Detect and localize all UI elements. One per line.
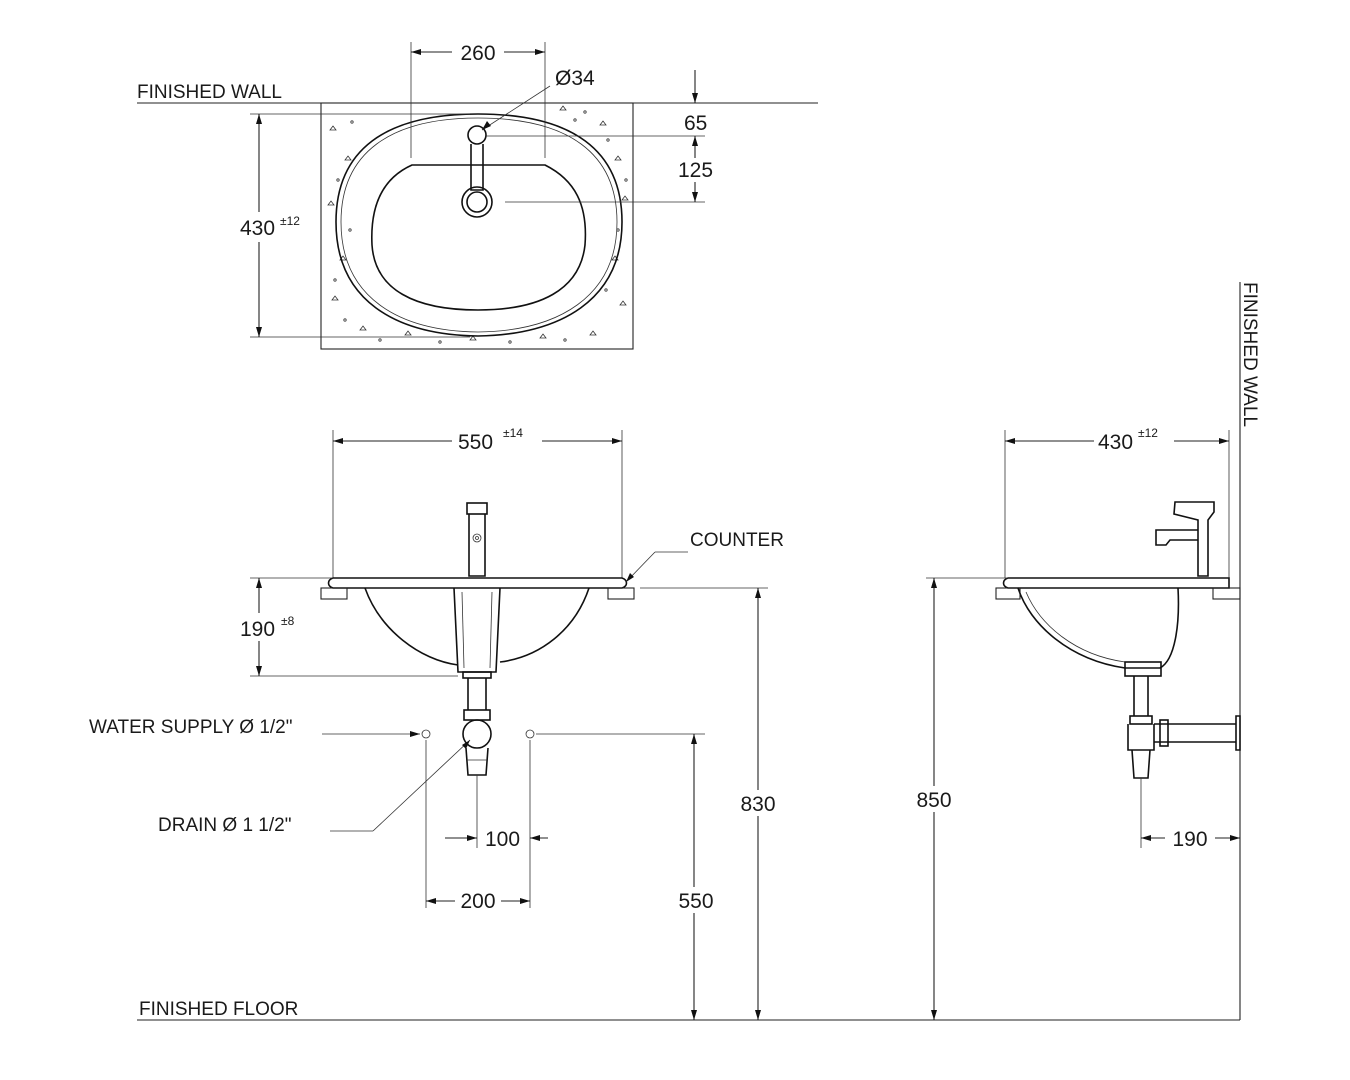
drain-pipe bbox=[467, 678, 487, 710]
dim-hole-diameter: Ø34 bbox=[555, 67, 595, 90]
front-rim bbox=[327, 577, 628, 589]
dim-supply-spacing: 200 bbox=[460, 890, 495, 913]
dim-trap-offset: 190 bbox=[1172, 828, 1207, 851]
drain-body bbox=[453, 587, 501, 673]
front-view: 550 ±14 190 ±8 COUN bbox=[89, 425, 784, 1020]
front-bowl-right bbox=[499, 587, 590, 663]
dim-faucet-spacing: 260 bbox=[460, 42, 495, 65]
faucet-hole bbox=[467, 125, 487, 145]
dim-plan-depth: 430 bbox=[240, 217, 275, 240]
dim-bowl-depth: 190 bbox=[240, 618, 275, 641]
side-view: FINISHED WALL 430 ±12 190 bbox=[912, 282, 1260, 1020]
side-faucet-lever bbox=[1173, 501, 1215, 577]
basin-bowl bbox=[371, 164, 587, 311]
drain-outer bbox=[461, 186, 493, 218]
drain-collar bbox=[462, 671, 492, 679]
faucet-spout bbox=[470, 144, 484, 191]
dim-hole-to-drain: 125 bbox=[678, 159, 713, 182]
dim-counter-height-side: 850 bbox=[916, 789, 951, 812]
side-drain-pipe bbox=[1133, 676, 1149, 716]
drain-label: DRAIN Ø 1 1/2" bbox=[158, 815, 291, 836]
plan-view: FINISHED WALL 260 Ø3 bbox=[137, 40, 818, 350]
side-rim bbox=[1002, 577, 1230, 589]
counter-right bbox=[607, 587, 635, 600]
concrete-hatch bbox=[327, 105, 629, 344]
side-counter-right bbox=[1212, 587, 1241, 600]
side-faucet-spout bbox=[1155, 529, 1198, 546]
basin-rim-inner bbox=[340, 117, 618, 333]
basin-rim bbox=[335, 113, 623, 337]
dim-front-width-tol: ±14 bbox=[503, 426, 523, 440]
counter-left bbox=[320, 587, 348, 600]
side-drain-collar bbox=[1124, 661, 1162, 677]
faucet-head bbox=[466, 502, 488, 515]
supply-left-point bbox=[421, 729, 431, 739]
dim-bowl-depth-tol: ±8 bbox=[281, 614, 295, 628]
drain-inner bbox=[466, 191, 488, 213]
dim-wall-to-hole: 65 bbox=[684, 112, 707, 135]
finished-wall-label: FINISHED WALL bbox=[137, 82, 282, 103]
side-counter-left bbox=[995, 587, 1021, 600]
side-trap-tail bbox=[1131, 749, 1151, 779]
supply-right-point bbox=[525, 729, 535, 739]
side-trap-arm bbox=[1154, 723, 1236, 743]
trap-tail bbox=[465, 747, 489, 776]
side-finished-wall-label: FINISHED WALL bbox=[1239, 282, 1260, 427]
side-trap bbox=[1127, 724, 1155, 751]
dim-counter-height-front: 830 bbox=[740, 793, 775, 816]
counter-label: COUNTER bbox=[690, 530, 784, 551]
counter-block bbox=[320, 102, 634, 350]
dim-plan-depth-tol: ±12 bbox=[280, 214, 300, 228]
front-bowl-left bbox=[364, 587, 459, 666]
dim-supply-height: 550 bbox=[678, 890, 713, 913]
dim-drain-offset: 100 bbox=[485, 828, 520, 851]
faucet-body bbox=[468, 514, 486, 577]
trap-fitting bbox=[462, 719, 492, 749]
dim-front-width: 550 bbox=[458, 431, 493, 454]
water-supply-label: WATER SUPPLY Ø 1/2" bbox=[89, 717, 293, 738]
dim-side-depth: 430 bbox=[1098, 431, 1133, 454]
dim-side-depth-tol: ±12 bbox=[1138, 426, 1158, 440]
finished-floor-label: FINISHED FLOOR bbox=[139, 999, 298, 1020]
